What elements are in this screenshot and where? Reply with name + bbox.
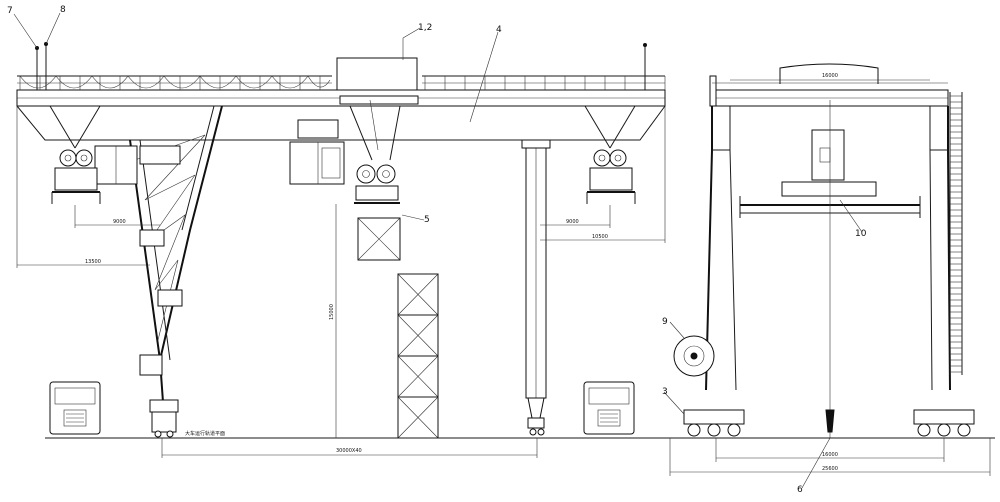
dim-overhang-right: 10500 (592, 234, 608, 240)
dim-side-top-width: 16000 (822, 73, 838, 79)
dim-overhang-left: 13500 (85, 259, 101, 265)
center-trolley (349, 99, 425, 221)
callout-5: 5 (424, 215, 430, 225)
lattice-tower (397, 273, 439, 439)
operator-cabin (289, 119, 345, 185)
bogie-left (663, 391, 745, 437)
dim-overall-width: 25600 (822, 466, 838, 472)
cable-festoon (19, 75, 331, 89)
callout-10: 10 (855, 229, 867, 239)
callout-4: 4 (496, 25, 502, 35)
side-ladder (949, 92, 963, 375)
callout-1-2: 1,2 (418, 23, 432, 33)
callout-9: 9 (662, 317, 668, 327)
right-flexible-leg (521, 139, 551, 436)
machinery-house (336, 27, 421, 105)
dim-trolley-reach-right: 9000 (566, 219, 579, 225)
truck-left (49, 381, 101, 435)
dim-span: 30000X40 (336, 448, 362, 454)
callout-6: 6 (797, 485, 803, 495)
left-trolley (49, 105, 101, 204)
left-rigid-leg (129, 105, 223, 438)
front-elevation: 7 8 1,2 4 (7, 5, 670, 458)
electrical-cabin-left (94, 145, 181, 185)
callout-8: 8 (60, 5, 66, 15)
lightning-rods (13, 12, 647, 90)
right-trolley (584, 105, 636, 204)
dim-trolley-reach-left: 9000 (113, 219, 126, 225)
dim-lift-height: 15000 (329, 304, 335, 320)
front-dimensions (16, 106, 666, 458)
bogie-right (913, 409, 975, 437)
truck-right (583, 381, 635, 435)
note-travel-platform: 大车运行轨道平面 (185, 430, 225, 437)
side-elevation: 16000 10 9 (662, 63, 995, 495)
suspended-load (357, 217, 401, 261)
dim-rail-gauge: 16000 (822, 452, 838, 458)
callout-7: 7 (7, 6, 13, 16)
callout-3: 3 (662, 387, 668, 397)
